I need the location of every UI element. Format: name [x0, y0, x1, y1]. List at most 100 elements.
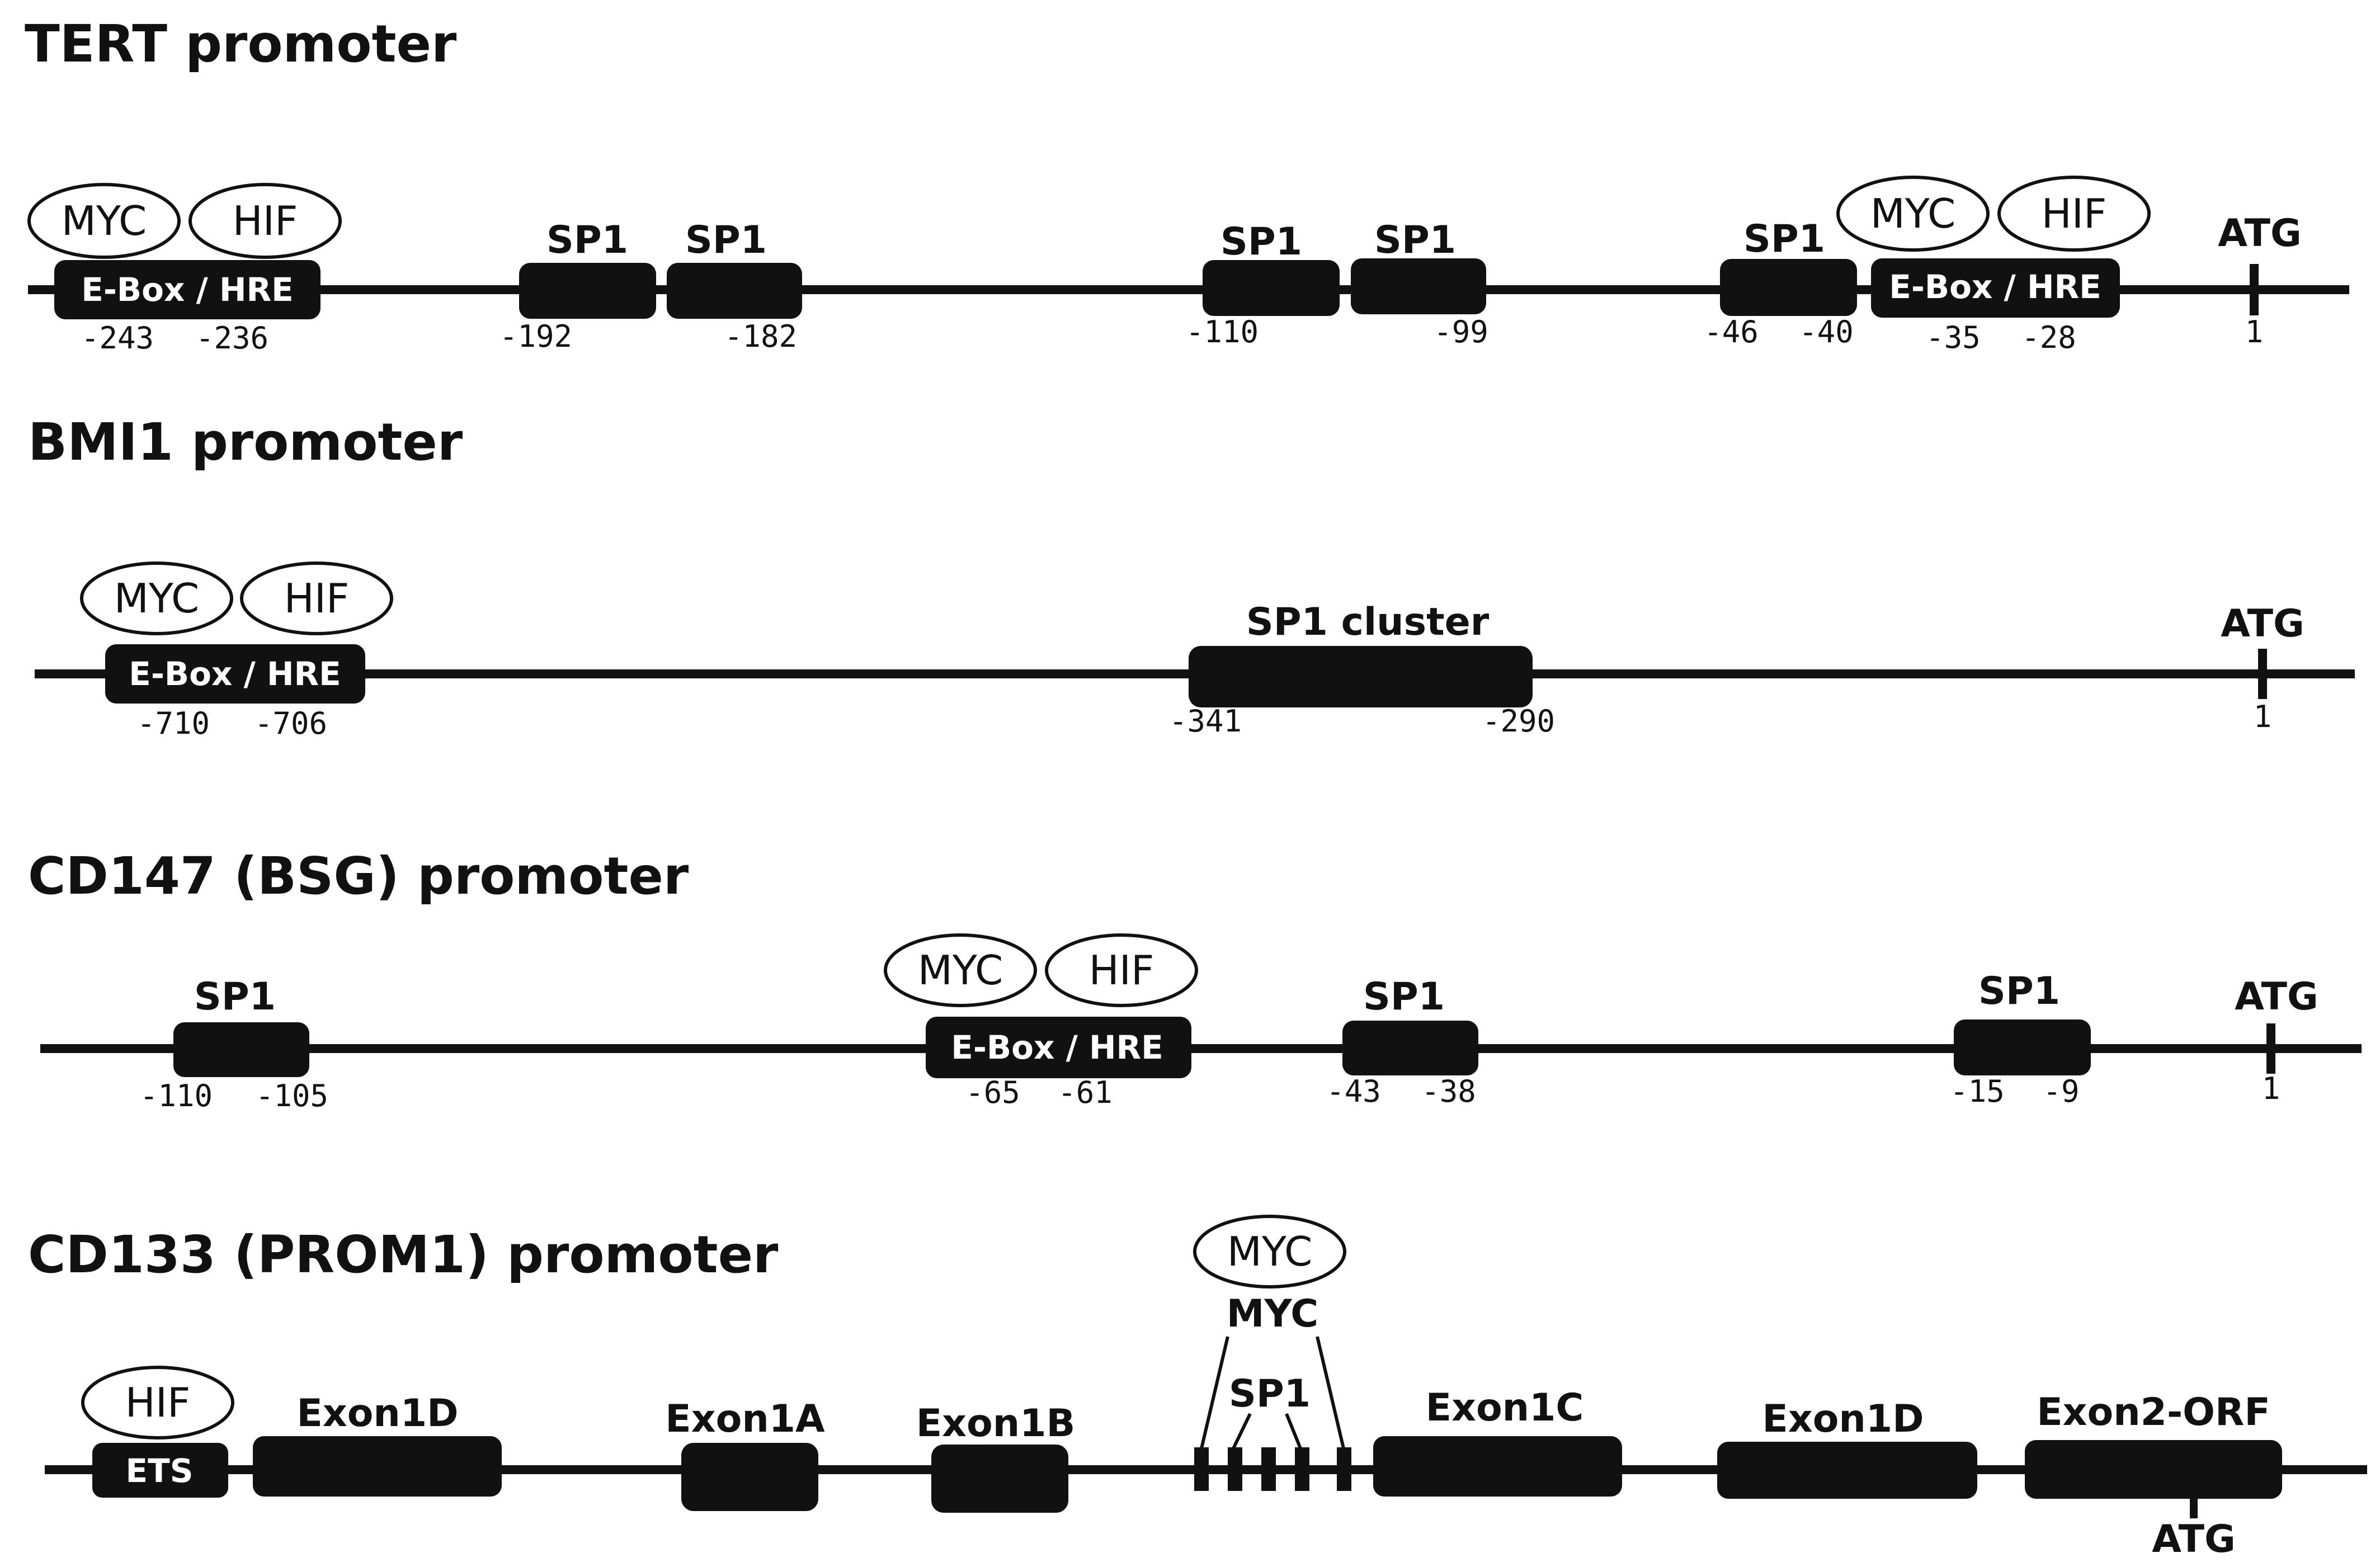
box-label: E-Box / HRE	[81, 271, 294, 309]
atg-label: ATG	[2152, 1517, 2236, 1561]
box-label: SP1	[1363, 975, 1445, 1019]
exon-box	[2025, 1440, 2282, 1499]
sp1-box	[519, 263, 656, 319]
factor-label: MYC	[62, 197, 147, 244]
box-label: Exon2-ORF	[2037, 1390, 2270, 1434]
atg-label: ATG	[2235, 975, 2318, 1019]
panel-title: CD133 (PROM1) promoter	[28, 1225, 779, 1285]
box-label: Exon1D	[296, 1391, 458, 1436]
position-number: -9	[2043, 1074, 2079, 1109]
factor-oval	[81, 1366, 234, 1439]
factor-label: HIF	[125, 1379, 191, 1426]
position-number: -43	[1326, 1074, 1381, 1109]
position-number: -192	[499, 319, 572, 354]
box-label: SP1 cluster	[1246, 600, 1490, 644]
position-number: 1	[2262, 1071, 2280, 1106]
position-number: -15	[1950, 1074, 2005, 1109]
position-number: -46	[1704, 314, 1759, 350]
box-label: Exon1B	[916, 1401, 1076, 1446]
atg-label: ATG	[2218, 211, 2302, 256]
ebox-hre-box	[105, 644, 365, 704]
position-number: -290	[1482, 704, 1555, 739]
factor-label: MYC	[1870, 190, 1955, 237]
position-number: -35	[1926, 320, 1981, 355]
box-label: E-Box / HRE	[129, 655, 341, 693]
panel-cd133: CD133 (PROM1) promoter HIF ETS Exon1D Ex…	[28, 1215, 2367, 1561]
binding-site-bar	[1261, 1447, 1276, 1491]
position-number: 1	[2254, 699, 2272, 734]
factor-label: HIF	[284, 575, 350, 622]
connector-line	[1200, 1336, 1229, 1449]
position-number: -99	[1434, 314, 1488, 350]
ebox-hre-box	[926, 1017, 1191, 1078]
position-number: -236	[196, 320, 268, 356]
factor-label: MYC	[1227, 1228, 1312, 1275]
position-number: -40	[1799, 314, 1854, 350]
sp1-box	[173, 1022, 309, 1077]
binding-site-bar	[1337, 1447, 1351, 1491]
factor-oval	[80, 561, 233, 635]
ebox-hre-box	[1871, 258, 2120, 318]
position-number: -710	[137, 706, 210, 741]
box-label: E-Box / HRE	[1889, 268, 2101, 306]
position-number: -341	[1169, 704, 1242, 739]
position-number: -105	[256, 1078, 328, 1113]
binding-site-bar	[1295, 1447, 1309, 1491]
box-label: SP1	[546, 218, 628, 262]
box-label: Exon1D	[1762, 1397, 1924, 1441]
sp1-cluster-box	[1189, 646, 1533, 707]
panel-title: BMI1 promoter	[28, 412, 463, 472]
box-label: E-Box / HRE	[951, 1028, 1163, 1066]
sp1-box	[1342, 1021, 1478, 1075]
ets-box	[92, 1443, 228, 1498]
panel-cd147: CD147 (BSG) promoter SP1 MYC HIF E-Box /…	[28, 846, 2362, 1113]
position-number: -65	[965, 1075, 1020, 1110]
position-number: -28	[2021, 320, 2076, 355]
panel-title: TERT promoter	[25, 14, 457, 74]
factor-oval	[1193, 1215, 1346, 1288]
factor-oval	[240, 561, 393, 635]
box-label: SP1	[1374, 218, 1456, 262]
box-label: Exon1C	[1426, 1386, 1584, 1430]
box-label: SP1	[1743, 217, 1825, 261]
exon-box	[253, 1436, 502, 1497]
factor-oval	[188, 183, 342, 259]
box-label: SP1	[194, 975, 276, 1019]
box-label: SP1	[1978, 969, 2060, 1013]
position-number: -38	[1421, 1074, 1476, 1109]
box-label: Exon1A	[665, 1397, 825, 1441]
exon-box	[931, 1445, 1068, 1513]
panel-title: CD147 (BSG) promoter	[28, 846, 689, 906]
sp1-site-label: SP1	[1229, 1372, 1311, 1416]
connector-line	[1232, 1413, 1252, 1450]
position-number: -182	[724, 319, 797, 354]
atg-label: ATG	[2221, 602, 2304, 646]
sp1-box	[667, 263, 802, 319]
factor-oval	[27, 183, 181, 259]
factor-label: HIF	[1089, 947, 1154, 994]
factor-oval	[1045, 933, 1198, 1007]
box-label: ETS	[126, 1452, 194, 1490]
box-label: SP1	[1220, 220, 1302, 264]
position-number: -110	[140, 1078, 213, 1113]
factor-oval	[884, 933, 1037, 1007]
sp1-box	[1203, 260, 1340, 316]
panel-tert: TERT promoter MYC HIF MYC HIF E-Box / HR…	[25, 14, 2349, 356]
factor-label: HIF	[233, 197, 298, 244]
exon-box	[1717, 1442, 1977, 1499]
sp1-box	[1351, 258, 1486, 314]
binding-site-bar	[1194, 1447, 1209, 1491]
ebox-hre-box	[54, 260, 321, 319]
myc-site-label: MYC	[1227, 1292, 1318, 1336]
position-number: 1	[2245, 314, 2264, 350]
sp1-box	[1954, 1020, 2091, 1075]
position-number: -110	[1186, 314, 1259, 350]
factor-oval	[1836, 176, 1990, 252]
box-label: SP1	[685, 218, 767, 262]
binding-site-bar	[1228, 1447, 1242, 1491]
exon-box	[681, 1443, 818, 1511]
factor-oval	[1997, 176, 2151, 252]
panel-bmi1: BMI1 promoter MYC HIF E-Box / HRE SP1 cl…	[28, 412, 2355, 741]
position-number: -61	[1058, 1075, 1113, 1110]
